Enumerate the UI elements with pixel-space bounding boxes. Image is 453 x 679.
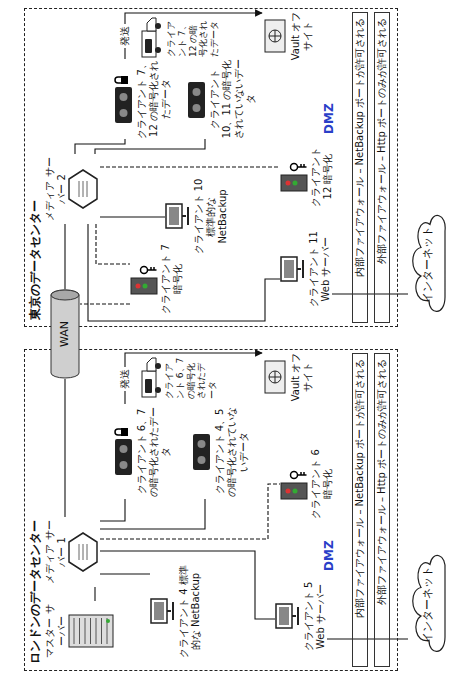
client-pc: クライアント 4 標準的な NetBackup xyxy=(150,564,202,659)
vault-icon xyxy=(262,16,288,56)
node-label: クライアント 10 標準的な NetBackup xyxy=(193,174,229,259)
media-server: メディア サーバー 1 xyxy=(44,517,100,587)
connector xyxy=(332,293,408,294)
node-label: クライアント 6 暗号化 xyxy=(310,449,334,519)
connector xyxy=(64,379,65,517)
node-label: 外部ファイアウォール – Http ポートのみが許可される xyxy=(376,357,388,607)
encrypted-tape-icon xyxy=(112,74,134,124)
internet-cloud: インターネット xyxy=(408,549,448,659)
node-label: クライアント 5 Web サーバー xyxy=(303,574,327,659)
connector xyxy=(100,573,150,574)
node-label: クライアント 7 暗号化 xyxy=(160,244,184,314)
connector xyxy=(100,499,125,521)
tape-icon xyxy=(190,432,212,472)
edge-label: 発送 xyxy=(119,367,131,391)
node-label: 内部ファイアウォール – NetBackup ポートが許可される xyxy=(354,16,366,279)
node-label: メディア サーバー 2 xyxy=(44,154,68,224)
node-label: クライアント 4、5 の暗号化されていないデータ xyxy=(214,404,250,499)
firewall-band: 内部ファイアウォール – NetBackup ポートが許可される xyxy=(352,353,368,667)
node-label: 内部ファイアウォール – NetBackup ポートが許可される xyxy=(354,357,366,620)
shipment-label: クライアント 7、12 の暗号化されたデータ xyxy=(166,17,220,57)
edge-label: 発送 xyxy=(119,24,131,48)
connector xyxy=(94,587,95,601)
encrypted-client: クライアント 12 暗号化 xyxy=(280,144,334,209)
web-server: クライアント 5 Web サーバー xyxy=(275,574,327,659)
tape-cartridge: クライアント 4、5 の暗号化されていないデータ xyxy=(190,404,250,499)
node-label: クライアント 12 暗号化 xyxy=(310,144,334,209)
tape-cartridge: クライアント 7、12 の暗号化されたデータ xyxy=(112,59,172,139)
node-label: クライアント 6、7 の暗号化されたデータ xyxy=(136,404,172,499)
encrypted-link xyxy=(96,224,130,264)
node-label: クライアント 7、12 の暗号化されたデータ xyxy=(136,59,172,139)
offsite-vault: Vault オフサイト xyxy=(262,11,314,61)
node-label: クライアント 10、11 の暗号化されていないデータ xyxy=(209,59,257,139)
firewall-band: 外部ファイアウォール – Http ポートのみが許可される xyxy=(374,353,390,667)
node-label: Vault オフサイト xyxy=(290,351,314,403)
truck-icon xyxy=(142,358,161,397)
encrypted-server-icon xyxy=(280,467,308,501)
region-title: ロンドンのデータセンター xyxy=(25,350,45,670)
truck-icon xyxy=(142,18,161,57)
node-label: メディア サーバー 1 xyxy=(44,517,68,587)
tape-icon xyxy=(185,79,207,119)
media-server: メディア サーバー 2 xyxy=(44,154,100,224)
node-label: インターネット xyxy=(421,226,434,303)
node-label: マスター サーバー xyxy=(44,601,68,661)
encrypted-client: クライアント 7 暗号化 xyxy=(130,244,184,314)
connector xyxy=(100,499,205,529)
media-server-icon xyxy=(68,532,98,572)
connector xyxy=(88,224,280,321)
region-title: 東京のデータセンター xyxy=(25,9,45,326)
pc-icon xyxy=(275,601,301,633)
connector xyxy=(75,139,125,154)
node-label: WAN xyxy=(58,321,71,347)
offsite-vault: Vault オフサイト xyxy=(262,351,314,403)
connector xyxy=(125,13,262,59)
pc-icon xyxy=(280,253,306,285)
pc-icon xyxy=(165,201,191,233)
zone-label: DMZ xyxy=(322,540,336,571)
connector xyxy=(95,139,205,154)
pc-icon xyxy=(150,596,176,628)
connector xyxy=(125,353,262,404)
node-label: Vault オフサイト xyxy=(290,11,314,61)
vault-icon xyxy=(262,357,288,397)
encrypted-tape-icon xyxy=(112,427,134,477)
tape-cartridge: クライアント 10、11 の暗号化されていないデータ xyxy=(185,59,257,139)
encrypted-server-icon xyxy=(280,160,308,194)
encrypted-server-icon xyxy=(130,262,158,296)
client-pc: クライアント 10 標準的な NetBackup xyxy=(165,174,229,259)
encrypted-client: クライアント 6 暗号化 xyxy=(280,449,334,519)
node-label: 外部ファイアウォール – Http ポートのみが許可される xyxy=(376,16,388,266)
zone-label: DMZ xyxy=(322,103,336,134)
node-label: インターネット xyxy=(421,566,434,643)
node-label: クライアント 4 標準的な NetBackup xyxy=(178,564,202,659)
connector xyxy=(100,216,165,217)
media-server-icon xyxy=(68,169,98,209)
encrypted-link xyxy=(100,166,280,167)
encrypted-link xyxy=(100,484,280,539)
tape-cartridge: クライアント 6、7 の暗号化されたデータ xyxy=(112,404,172,499)
internet-cloud: インターネット xyxy=(408,209,448,319)
wan-cylinder: WAN xyxy=(50,289,80,379)
connector xyxy=(64,224,65,289)
server-rack-icon xyxy=(68,613,114,649)
master-server: マスター サーバー xyxy=(44,601,116,661)
shipment-label: クライアント 6、7 の暗号化されたデータ xyxy=(164,357,218,399)
firewall-band: 外部ファイアウォール – Http ポートのみが許可される xyxy=(374,12,390,323)
web-server: クライアント 11 Web サーバー xyxy=(280,229,332,309)
firewall-band: 内部ファイアウォール – NetBackup ポートが許可される xyxy=(352,12,368,323)
node-label: クライアント 11 Web サーバー xyxy=(308,229,332,309)
